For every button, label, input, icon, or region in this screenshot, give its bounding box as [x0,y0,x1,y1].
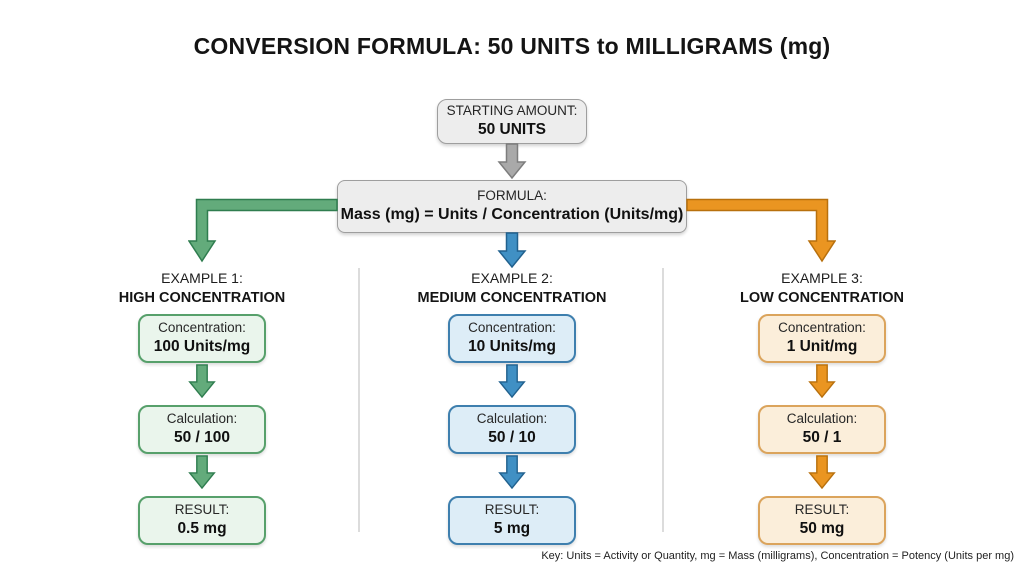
concentration-value: 1 Unit/mg [786,337,858,355]
result-label: RESULT: [484,501,540,517]
example-1-column: EXAMPLE 1: HIGH CONCENTRATION Concentrat… [92,270,312,545]
example-3-header: EXAMPLE 3: [781,270,863,286]
concentration-label: Concentration: [468,319,556,335]
start-label: STARTING AMOUNT: [446,102,578,118]
blue-down-arrow-icon [497,232,527,268]
concentration-value: 10 Units/mg [468,337,556,355]
diagram-title: CONVERSION FORMULA: 50 UNITS to MILLIGRA… [193,33,831,59]
orange-down-arrow-icon [808,364,836,398]
example-2-calculation-node: Calculation: 50 / 10 [448,404,576,454]
result-value: 0.5 mg [177,519,227,537]
formula-value: Mass (mg) = Units / Concentration (Units… [340,205,684,223]
gray-down-arrow-icon [497,143,527,179]
example-1-concentration-node: Concentration: 100 Units/mg [138,313,266,363]
example-3-column: EXAMPLE 3: LOW CONCENTRATION Concentrati… [712,270,932,545]
example-2-result-node: RESULT: 5 mg [448,495,576,545]
concentration-label: Concentration: [158,319,246,335]
example-3-calculation-node: Calculation: 50 / 1 [758,404,886,454]
calculation-value: 50 / 1 [802,428,842,446]
orange-elbow-arrow-icon [686,198,836,263]
column-divider [662,268,664,532]
example-1-calculation-node: Calculation: 50 / 100 [138,404,266,454]
calculation-value: 50 / 10 [488,428,536,446]
example-2-concentration-node: Concentration: 10 Units/mg [448,313,576,363]
concentration-value: 100 Units/mg [153,337,251,355]
green-down-arrow-icon [188,455,216,489]
example-2-column: EXAMPLE 2: MEDIUM CONCENTRATION Concentr… [402,270,622,545]
result-label: RESULT: [174,501,230,517]
calculation-label: Calculation: [786,410,858,426]
example-3-subheader: LOW CONCENTRATION [739,289,905,306]
key-footnote: Key: Units = Activity or Quantity, mg = … [541,550,1014,562]
start-value: 50 UNITS [477,120,547,138]
calculation-value: 50 / 100 [173,428,231,446]
example-1-result-node: RESULT: 0.5 mg [138,495,266,545]
formula-node: FORMULA: Mass (mg) = Units / Concentrati… [337,180,687,233]
calculation-label: Calculation: [166,410,238,426]
formula-label: FORMULA: [477,187,547,203]
green-elbow-arrow-icon [188,198,338,263]
example-1-subheader: HIGH CONCENTRATION [118,289,286,306]
example-1-header: EXAMPLE 1: [161,270,243,286]
example-2-header: EXAMPLE 2: [471,270,553,286]
green-down-arrow-icon [188,364,216,398]
start-node: STARTING AMOUNT: 50 UNITS [437,99,587,144]
result-value: 50 mg [799,519,845,537]
blue-down-arrow-icon [498,364,526,398]
blue-down-arrow-icon [498,455,526,489]
example-2-subheader: MEDIUM CONCENTRATION [417,289,607,306]
concentration-label: Concentration: [778,319,866,335]
calculation-label: Calculation: [476,410,548,426]
orange-down-arrow-icon [808,455,836,489]
example-3-concentration-node: Concentration: 1 Unit/mg [758,313,886,363]
example-3-result-node: RESULT: 50 mg [758,495,886,545]
column-divider [358,268,360,532]
result-value: 5 mg [493,519,531,537]
result-label: RESULT: [794,501,850,517]
